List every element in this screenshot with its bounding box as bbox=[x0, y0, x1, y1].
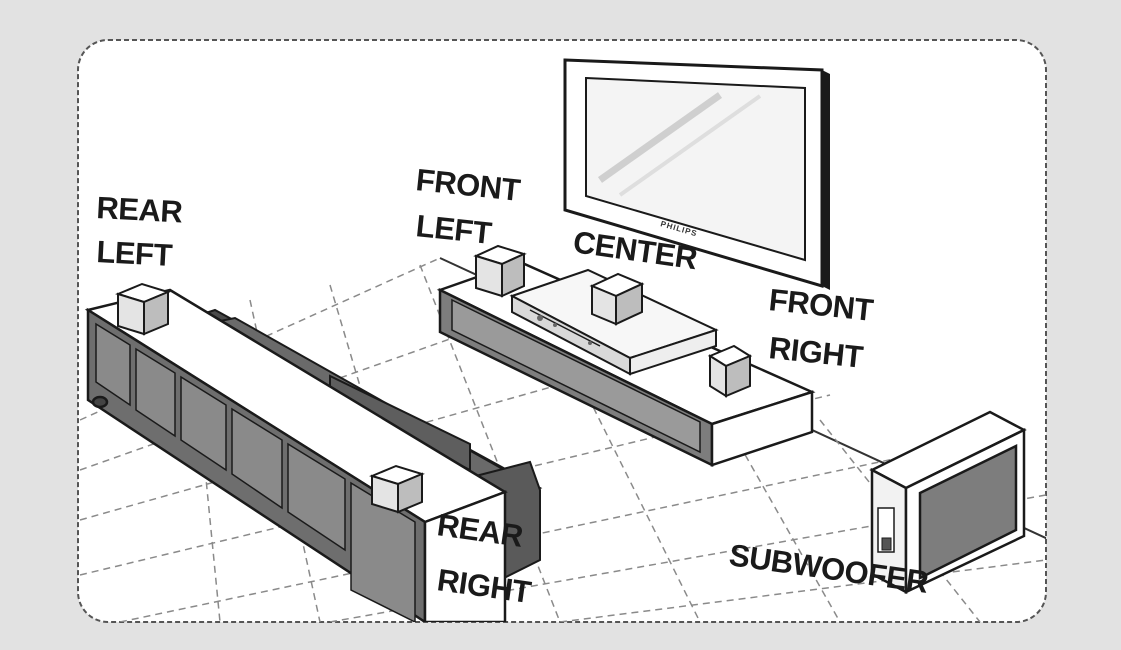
label-front-left-line2: LEFT bbox=[414, 208, 493, 251]
front-right-speaker bbox=[707, 344, 753, 398]
center-speaker bbox=[589, 272, 645, 326]
subwoofer bbox=[869, 410, 1027, 595]
rear-left-speaker bbox=[115, 282, 171, 336]
label-rear-left-line1: REAR bbox=[96, 190, 184, 229]
tv-screen bbox=[585, 76, 806, 262]
television: PHILIPS bbox=[563, 58, 830, 290]
rear-right-speaker bbox=[369, 464, 425, 514]
label-rear-left-line2: LEFT bbox=[96, 234, 174, 273]
front-left-speaker bbox=[473, 244, 527, 298]
